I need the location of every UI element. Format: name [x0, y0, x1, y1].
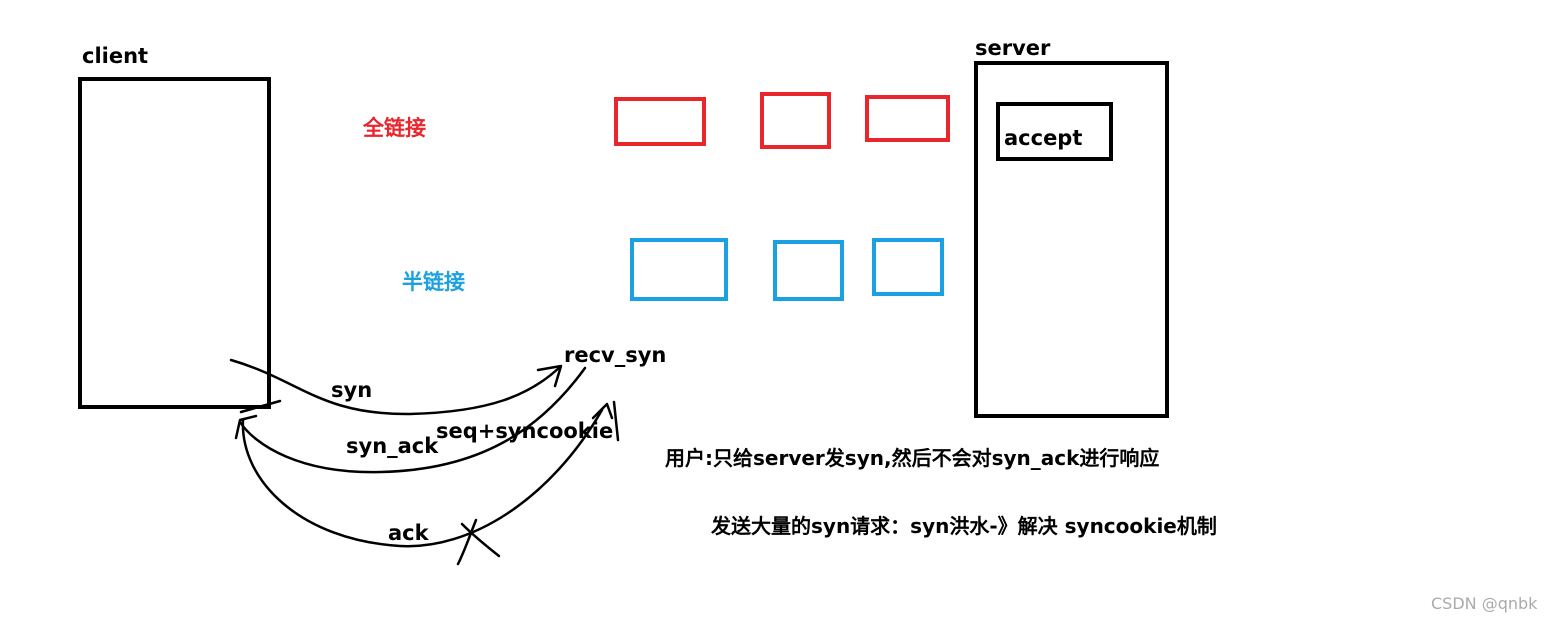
recv-syn-label: recv_syn	[564, 343, 667, 367]
watermark: CSDN @qnbk	[1431, 594, 1538, 613]
syn-ack-tick	[239, 399, 282, 414]
full-queue-slot	[614, 97, 706, 146]
full-queue-label: 全链接	[363, 116, 426, 140]
accept-box	[996, 102, 1113, 161]
accept-label: accept	[1004, 126, 1083, 150]
half-queue-label: 半链接	[402, 270, 465, 294]
half-queue-slot	[773, 240, 844, 301]
client-box	[78, 77, 271, 409]
syn-arrow	[229, 358, 562, 416]
half-queue-slot	[630, 238, 728, 301]
full-queue-slot	[760, 92, 831, 149]
syn-ack-arrow	[238, 366, 587, 474]
seq-syncookie-label: seq+syncookie	[436, 419, 614, 443]
ack-tick	[612, 400, 620, 442]
client-label: client	[82, 44, 149, 68]
note-line-1: 用户:只给server发syn,然后不会对syn_ack进行响应	[665, 446, 1160, 470]
ack-arrow	[241, 408, 604, 548]
syn-ack-label: syn_ack	[346, 434, 439, 458]
server-label: server	[975, 36, 1051, 60]
cross-mark	[460, 522, 501, 558]
half-queue-slot	[872, 238, 944, 296]
server-box	[974, 61, 1169, 418]
cross-mark	[456, 518, 478, 566]
ack-label: ack	[388, 521, 429, 545]
syn-arrowhead	[536, 364, 563, 388]
note-line-2: 发送大量的syn请求：syn洪水-》解决 syncookie机制	[711, 514, 1217, 538]
syn-label: syn	[331, 378, 373, 402]
syn-ack-arrowhead	[234, 414, 258, 440]
full-queue-slot	[865, 95, 950, 142]
ack-arrowhead	[591, 402, 614, 420]
